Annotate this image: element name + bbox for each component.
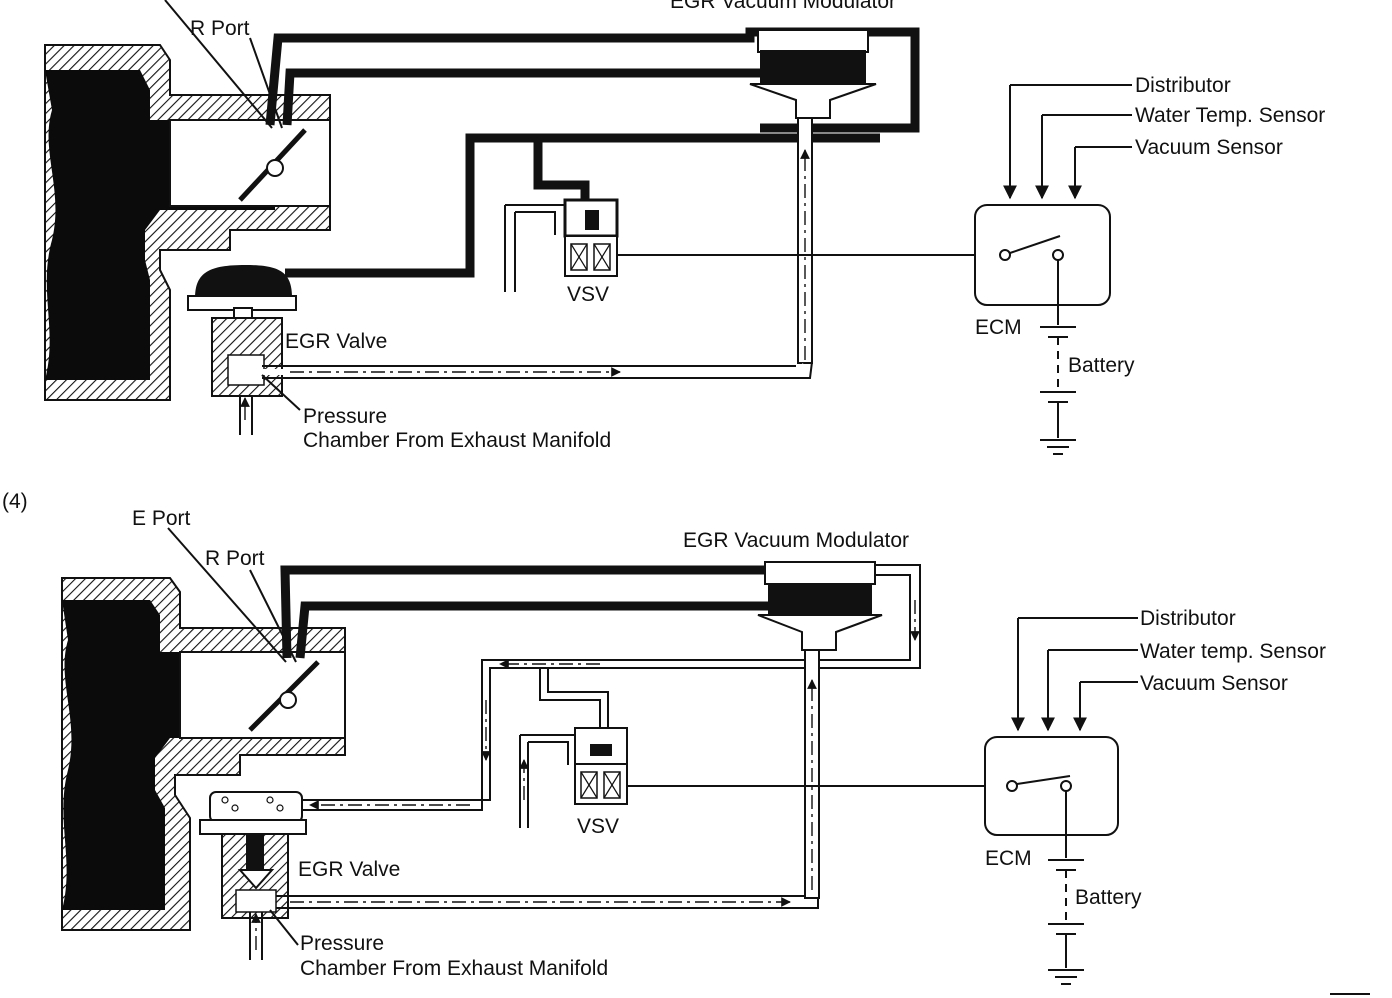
label-egr-vacuum-modulator: EGR Vacuum Modulator xyxy=(683,529,909,552)
label-pressure: Pressure xyxy=(303,405,387,428)
label-vsv: VSV xyxy=(577,815,619,838)
label-vacuum-sensor: Vacuum Sensor xyxy=(1135,136,1283,159)
vsv-solenoid-valve xyxy=(504,198,619,292)
vacuum-hoses xyxy=(265,27,920,278)
label-pressure: Pressure xyxy=(300,932,384,955)
label-r-port: R Port xyxy=(205,547,265,570)
ecm-box xyxy=(984,736,1119,836)
egr-vacuum-modulator xyxy=(757,561,883,899)
label-battery: Battery xyxy=(1075,886,1142,909)
label-battery: Battery xyxy=(1068,354,1135,377)
label-chamber: Chamber From Exhaust Manifold xyxy=(303,429,611,452)
label-water-temp-sensor: Water Temp. Sensor xyxy=(1135,104,1325,127)
label-egr-valve: EGR Valve xyxy=(285,330,387,353)
panel-top: R Port EGR Vacuum Modulator Distributor … xyxy=(44,0,1325,455)
intake-manifold xyxy=(44,44,331,401)
label-egr-valve: EGR Valve xyxy=(298,858,400,881)
exhaust-gas-tubes xyxy=(239,149,813,435)
egr-vacuum-modulator xyxy=(749,29,877,364)
label-egr-vacuum-modulator: EGR Vacuum Modulator xyxy=(670,0,896,13)
vacuum-hoses xyxy=(280,565,780,659)
label-distributor: Distributor xyxy=(1140,607,1236,630)
label-r-port: R Port xyxy=(190,17,250,40)
ecm-box xyxy=(974,204,1111,306)
egr-valve xyxy=(199,791,307,919)
label-chamber: Chamber From Exhaust Manifold xyxy=(300,957,608,980)
label-ecm: ECM xyxy=(975,316,1022,339)
label-water-temp-sensor: Water temp. Sensor xyxy=(1140,640,1326,663)
label-vsv: VSV xyxy=(567,283,609,306)
panel-bottom: (4) E Port R Port EGR Vacuum Modulator D… xyxy=(2,490,1370,995)
label-vacuum-sensor: Vacuum Sensor xyxy=(1140,672,1288,695)
label-e-port: E Port xyxy=(132,507,191,530)
exhaust-gas-tubes xyxy=(249,679,819,960)
vacuum-tubes-open xyxy=(300,564,921,811)
ecm-circuit xyxy=(617,84,1132,455)
vsv-solenoid-valve xyxy=(519,727,628,828)
egr-valve xyxy=(187,265,297,397)
intake-manifold xyxy=(61,577,346,931)
label-distributor: Distributor xyxy=(1135,74,1231,97)
ecm-circuit xyxy=(627,617,1138,985)
label-ecm: ECM xyxy=(985,847,1032,870)
label-step-number: (4) xyxy=(2,490,28,513)
